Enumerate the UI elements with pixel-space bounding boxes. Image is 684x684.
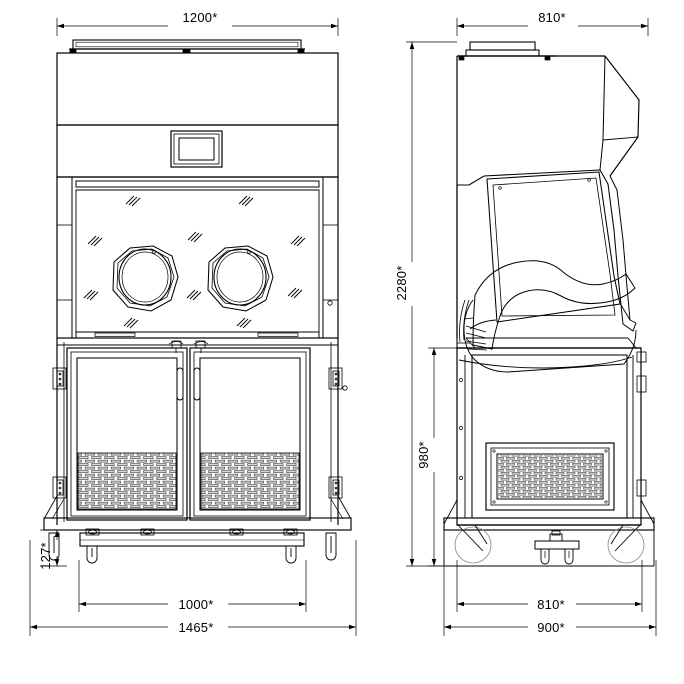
ventilation-grille-side [485,442,615,511]
viewing-window-sash [56,176,339,339]
dim-label-side-caster-track: 810* [537,597,565,612]
dim-front-base-total [29,540,357,636]
window-frame-side [486,171,621,323]
dim-label-side-base-total: 900* [537,620,565,635]
dim-side-caster-track [456,560,643,612]
dim-label-side-overall-height: 2280* [394,266,409,301]
base-frame-front [79,528,305,547]
dim-front-caster-track [78,560,307,612]
dim-base-height-lines [40,529,67,567]
control-display-panel[interactable] [170,130,223,168]
dim-label-side-depth: 810* [538,10,566,25]
dim-label-cabinet-height: 980* [416,441,431,469]
front-view [29,18,357,636]
dimension-labels: 1200* 1000* 1465* 127* 810* 2280* 980* 8… [38,10,566,635]
dim-label-front-width: 1200* [183,10,218,25]
dim-label-base-height: 127* [38,542,53,570]
caster-wheels-front [48,532,337,564]
dim-label-front-caster-track: 1000* [179,597,214,612]
side-view [406,18,657,636]
cabinet-door-left[interactable] [66,347,188,521]
dim-side-base-total [443,560,657,636]
lower-cabinet-side [443,347,655,531]
dim-side-depth [456,18,649,36]
glove-sleeve-silhouette [458,260,637,373]
door-latch-assembly[interactable] [168,340,209,353]
dim-side-overall-height [406,41,457,567]
glove-port-left[interactable] [112,245,179,312]
cabinet-door-right[interactable] [189,347,311,521]
dim-label-front-base-total: 1465* [179,620,214,635]
upper-housing-profile [456,55,640,338]
door-hinges-side [636,351,647,497]
door-hinges [52,367,343,499]
base-frame-side [443,524,655,567]
dim-front-overall-width [56,18,339,36]
glove-port-right[interactable] [207,245,274,312]
dim-cabinet-height [428,347,457,567]
